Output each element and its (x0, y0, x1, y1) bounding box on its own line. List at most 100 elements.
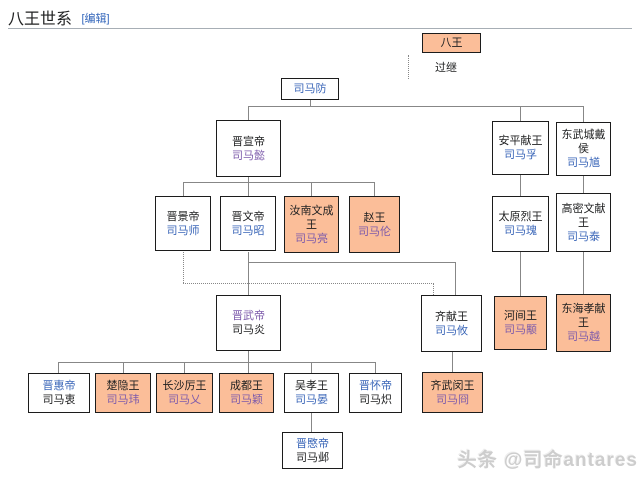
legend-prince-box: 八王 (422, 33, 481, 53)
node-name-link[interactable]: 司马伦 (358, 225, 391, 238)
node-name-link[interactable]: 司马懿 (232, 149, 265, 162)
connector-line (311, 182, 312, 196)
node-title: 晋景帝 (166, 210, 200, 223)
node-title: 赵王 (363, 211, 386, 224)
connector-line (583, 176, 584, 193)
connector-line (58, 362, 376, 363)
tree-node-jin-huaidi: 晋怀帝 司马炽 (349, 373, 402, 413)
adoption-connector-line (183, 283, 434, 284)
node-name-link[interactable]: 司马馗 (567, 157, 600, 169)
legend-adoption-line (408, 55, 409, 79)
node-title: 楚隐王 (106, 380, 140, 392)
node-title: 河间王 (504, 310, 537, 322)
node-name-link[interactable]: 司马昭 (231, 224, 265, 237)
node-title: 东武城戴侯 (561, 129, 606, 155)
node-name-link[interactable]: 司马攸 (435, 324, 468, 337)
adoption-connector-line (183, 252, 184, 283)
node-name-link[interactable]: 司马孚 (504, 149, 537, 161)
tree-node-jin-huidi: 晋惠帝 司马衷 (28, 373, 90, 413)
tree-node-runan: 汝南文成王 司马亮 (284, 196, 339, 253)
node-name-link[interactable]: 司马颖 (230, 394, 263, 406)
node-name-link[interactable]: 司马乂 (168, 394, 201, 406)
tree-node-hejian: 河间王 司马颙 (494, 296, 547, 350)
connector-line (183, 182, 184, 196)
tree-node-changsha: 长沙厉王 司马乂 (156, 373, 213, 413)
node-title: 成都王 (230, 380, 263, 392)
section-header: 八王世系 [编辑] (8, 5, 110, 29)
tree-node-donghai: 东海孝献王 司马越 (556, 294, 611, 352)
node-name-link[interactable]: 司马玮 (106, 394, 140, 406)
node-name-link[interactable]: 司马瑰 (504, 225, 537, 237)
node-title: 安平献王 (498, 135, 543, 147)
tree-node-dongwucheng: 东武城戴侯 司马馗 (556, 122, 611, 176)
toutiao-watermark: 头条 @司命antares (457, 450, 638, 471)
header-divider (8, 28, 632, 29)
node-title: 齐献王 (435, 310, 468, 323)
tree-node-jin-wendi: 晋文帝 司马昭 (220, 196, 276, 251)
node-title: 东海孝献王 (561, 303, 606, 329)
connector-line (183, 182, 375, 183)
node-name-link[interactable]: 司马颙 (504, 324, 537, 336)
node-name-link[interactable]: 司马冏 (436, 393, 469, 406)
connector-line (58, 362, 59, 373)
page-title: 八王世系 (8, 11, 73, 28)
connector-line (248, 362, 249, 373)
tree-node-taiyuan: 太原烈王 司马瑰 (492, 196, 549, 252)
connector-line (455, 262, 456, 295)
node-title: 长沙厉王 (162, 380, 207, 392)
tree-node-gaomi: 高密文献王 司马泰 (556, 193, 611, 252)
connector-line (184, 362, 185, 373)
connector-line (248, 252, 249, 295)
node-name: 司马邺 (296, 451, 329, 464)
connector-line (374, 182, 375, 196)
node-title: 晋文帝 (231, 210, 265, 223)
connector-line (248, 106, 249, 120)
connector-line (310, 100, 311, 107)
node-title-link[interactable]: 晋惠帝 (42, 380, 76, 392)
connector-line (520, 175, 521, 196)
connector-line (248, 262, 456, 263)
tree-node-qixian: 齐献王 司马攸 (421, 295, 482, 352)
node-title-link[interactable]: 晋愍帝 (296, 437, 329, 450)
tree-node-jin-xuandi: 晋宣帝 司马懿 (216, 120, 281, 177)
node-title: 吴孝王 (295, 380, 328, 392)
node-title: 汝南文成王 (289, 204, 334, 231)
node-title-link[interactable]: 晋怀帝 (359, 380, 392, 392)
node-name: 司马炎 (232, 324, 265, 336)
connector-line (583, 252, 584, 294)
node-name-link[interactable]: 司马防 (293, 83, 327, 95)
node-title: 晋宣帝 (232, 135, 265, 148)
legend-prince-label: 八王 (440, 37, 463, 49)
node-name-link[interactable]: 司马师 (166, 224, 200, 237)
node-name-link[interactable]: 司马亮 (295, 232, 328, 245)
connector-line (248, 182, 249, 196)
tree-node-jin-mindi: 晋愍帝 司马邺 (282, 432, 343, 469)
connector-line (520, 106, 521, 121)
tree-node-zhaowang: 赵王 司马伦 (349, 196, 400, 253)
tree-node-chuyin: 楚隐王 司马玮 (95, 373, 151, 413)
connector-line (452, 352, 453, 372)
node-title: 高密文献王 (561, 202, 606, 229)
connector-line (311, 362, 312, 373)
tree-node-qiwumin: 齐武闵王 司马冏 (422, 372, 483, 413)
connector-line (248, 351, 249, 362)
node-title-link[interactable]: 晋武帝 (232, 310, 265, 322)
node-name-link[interactable]: 司马越 (567, 331, 600, 343)
node-title: 齐武闵王 (430, 379, 475, 392)
edit-link[interactable]: [编辑] (81, 13, 110, 25)
connector-line (311, 413, 312, 432)
connector-line (520, 252, 521, 296)
connector-line (248, 177, 249, 183)
tree-node-sima-fang: 司马防 (281, 78, 339, 100)
connector-line (123, 362, 124, 373)
connector-line (248, 106, 584, 107)
legend-adoption-label: 过继 (435, 62, 457, 74)
node-name-link[interactable]: 司马晏 (295, 394, 328, 406)
tree-node-jin-wudi: 晋武帝 司马炎 (216, 295, 281, 351)
tree-node-chengdu: 成都王 司马颖 (219, 373, 274, 413)
adoption-connector-line (433, 283, 434, 295)
node-name-link[interactable]: 司马泰 (567, 230, 600, 243)
node-name: 司马炽 (359, 394, 392, 406)
connector-line (375, 362, 376, 373)
